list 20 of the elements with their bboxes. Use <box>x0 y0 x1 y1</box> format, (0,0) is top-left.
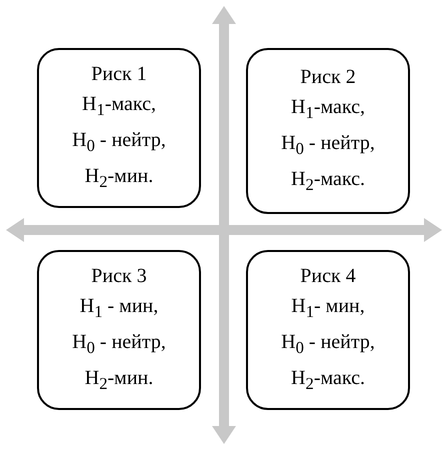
risk-box <box>37 48 201 208</box>
box-heading: Риск 1 <box>91 62 147 87</box>
hypothesis-text: H$_{2}$-мин. <box>84 366 154 395</box>
hypothesis-text: H$_{0}$ - нейтр, <box>72 128 166 157</box>
hypothesis-text: H$_{2}$-макс. <box>291 167 365 196</box>
risk-box <box>246 48 410 214</box>
risk-box <box>37 250 201 410</box>
hypothesis-text: H$_{0}$ - нейтр, <box>281 330 375 359</box>
box-heading: Риск 3 <box>91 264 147 289</box>
hypothesis-text: H$_{1}$- мин, <box>291 294 365 323</box>
box-heading: Риск 2 <box>300 65 356 90</box>
risk-box <box>246 250 410 410</box>
hypothesis-text: H$_{2}$-макс. <box>291 366 365 395</box>
hypothesis-text: H$_{2}$-мин. <box>84 164 154 193</box>
hypothesis-text: H$_{1}$-макс, <box>82 92 156 121</box>
hypothesis-text: H$_{1}$-макс, <box>291 95 365 124</box>
box-heading: Риск 4 <box>300 264 356 289</box>
hypothesis-text: H$_{0}$ - нейтр, <box>281 131 375 160</box>
hypothesis-text: H$_{0}$ - нейтр, <box>72 330 166 359</box>
hypothesis-text: H$_{1}$ - мин, <box>80 294 158 323</box>
